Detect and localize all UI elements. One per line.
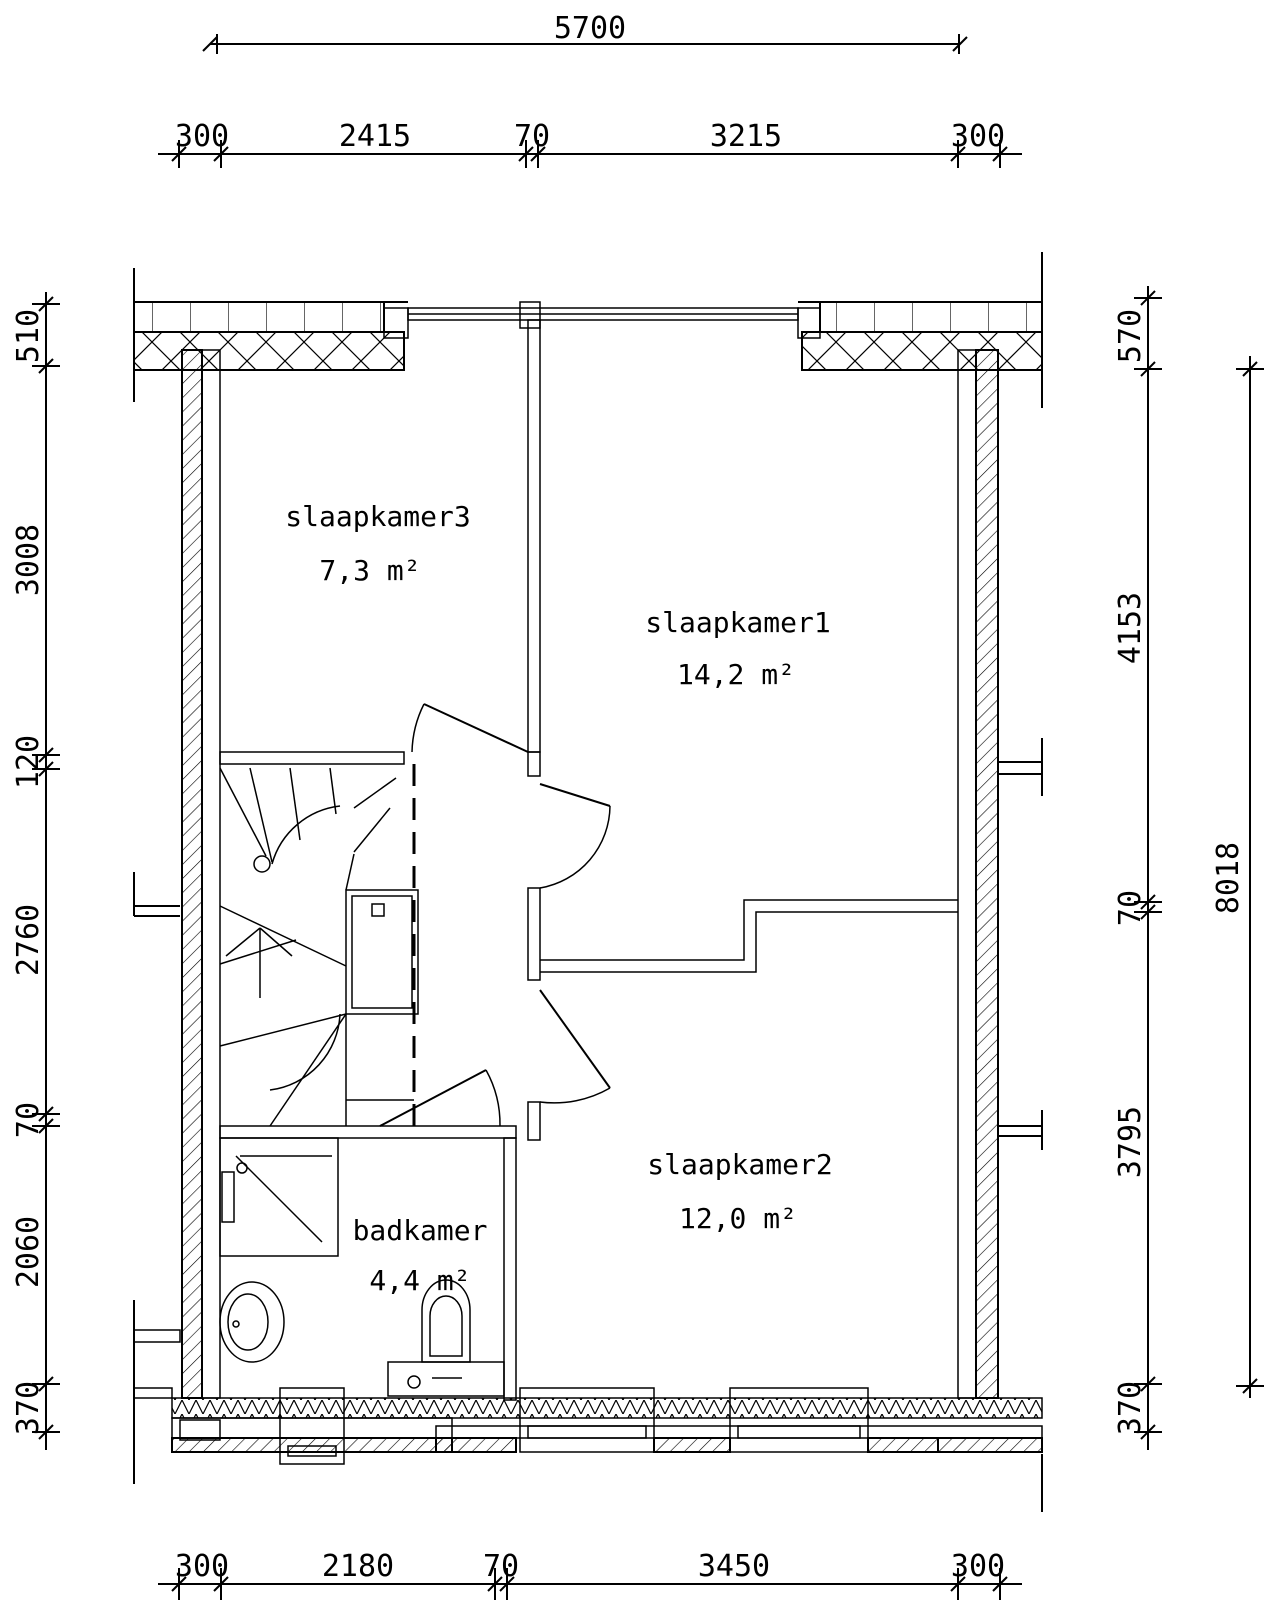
left-segment-dimension: 510 3008 120 2760 70 2060 370 [11, 292, 60, 1450]
shower-tray [219, 1137, 339, 1257]
staircase [219, 767, 419, 1127]
cut-lines [133, 252, 1043, 1512]
top-wall [133, 301, 1043, 371]
left-dim-1: 510 [11, 309, 46, 363]
bottom-dim-4: 3450 [698, 1549, 770, 1584]
room-name-slaapkamer3: slaapkamer3 [285, 500, 470, 533]
bottom-dim-1: 300 [175, 1549, 229, 1584]
top-dim-2: 2415 [339, 119, 411, 154]
left-dim-5: 70 [11, 1102, 46, 1138]
room-area-slaapkamer2: 12,0 m² [679, 1202, 797, 1235]
left-dim-7: 370 [11, 1381, 46, 1435]
right-dim-5: 370 [1113, 1381, 1148, 1435]
left-dim-3: 120 [11, 735, 46, 789]
right-dim-1: 570 [1113, 309, 1148, 363]
toilet-bowl [421, 1279, 471, 1363]
bottom-dim-2: 2180 [322, 1549, 394, 1584]
top-dim-5: 300 [951, 119, 1005, 154]
left-dim-6: 2060 [11, 1216, 46, 1288]
bottom-wall [133, 1329, 1043, 1465]
left-dim-4: 2760 [11, 904, 46, 976]
room-name-slaapkamer2: slaapkamer2 [647, 1148, 832, 1181]
right-dim-2: 4153 [1113, 592, 1148, 664]
room-area-badkamer: 4,4 m² [369, 1264, 470, 1297]
room-area-slaapkamer1: 14,2 m² [677, 658, 795, 691]
top-dim-3: 70 [514, 119, 550, 154]
bottom-segment-dimension: 300 2180 70 3450 300 [158, 1549, 1022, 1600]
right-dim-3: 70 [1113, 890, 1148, 926]
right-segment-dimension: 570 4153 70 3795 370 [1113, 286, 1162, 1450]
left-wall [181, 349, 221, 1399]
right-dim-4: 3795 [1113, 1106, 1148, 1178]
interior-partitions [219, 319, 958, 1401]
room-name-slaapkamer1: slaapkamer1 [645, 606, 830, 639]
bottom-dim-5: 300 [951, 1549, 1005, 1584]
top-segment-dimension: 300 2415 70 3215 300 [158, 119, 1022, 168]
left-dim-2: 3008 [11, 524, 46, 596]
top-total-label: 5700 [554, 11, 626, 46]
washbasin [219, 1281, 285, 1363]
top-dim-4: 3215 [710, 119, 782, 154]
doors [379, 703, 611, 1127]
right-total-dimension: 8018 [1211, 356, 1264, 1398]
right-wall [957, 349, 999, 1399]
room-labels: slaapkamer3 7,3 m² slaapkamer1 14,2 m² s… [285, 500, 832, 1297]
room-area-slaapkamer3: 7,3 m² [319, 554, 420, 587]
bottom-dim-3: 70 [483, 1549, 519, 1584]
room-name-badkamer: badkamer [353, 1214, 488, 1247]
right-total-label: 8018 [1211, 842, 1246, 914]
top-total-dimension: 5700 [202, 11, 968, 54]
bathroom-fixtures [219, 1137, 505, 1397]
top-dim-1: 300 [175, 119, 229, 154]
